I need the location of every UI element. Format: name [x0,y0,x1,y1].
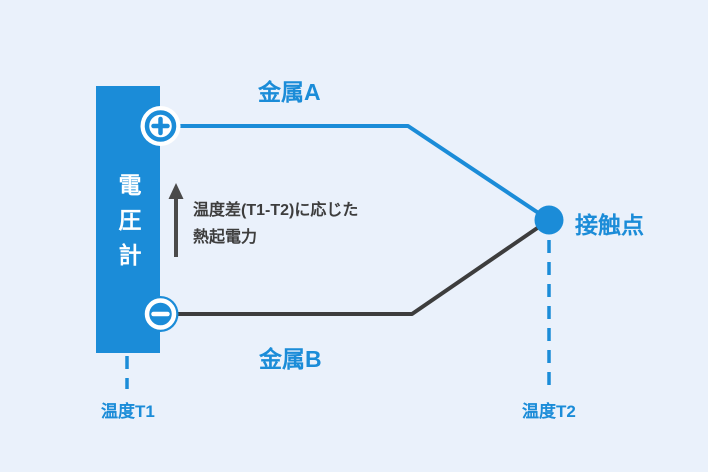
metal-b-label: 金属B [259,346,322,372]
t1-label: 温度T1 [101,402,155,421]
metal-a-wire [160,124,551,222]
voltmeter-label: 電圧計 [115,173,141,278]
emf-note-line1: 温度差(T1-T2)に応じた [193,202,359,219]
plus-terminal [140,106,181,146]
metal-a-label: 金属A [258,79,321,105]
arrow-up-icon [168,183,184,257]
t2-label: 温度T2 [522,402,576,421]
arrow-head [168,183,184,199]
junction-dot [534,205,564,235]
metal-b-wire [160,218,551,316]
plus-icon [151,116,170,136]
minus-terminal [142,296,179,332]
emf-note: 温度差(T1-T2)に応じた 熱起電力 [193,197,358,251]
junction-label: 接触点 [575,212,644,238]
emf-note-line2: 熱起電力 [193,229,258,246]
